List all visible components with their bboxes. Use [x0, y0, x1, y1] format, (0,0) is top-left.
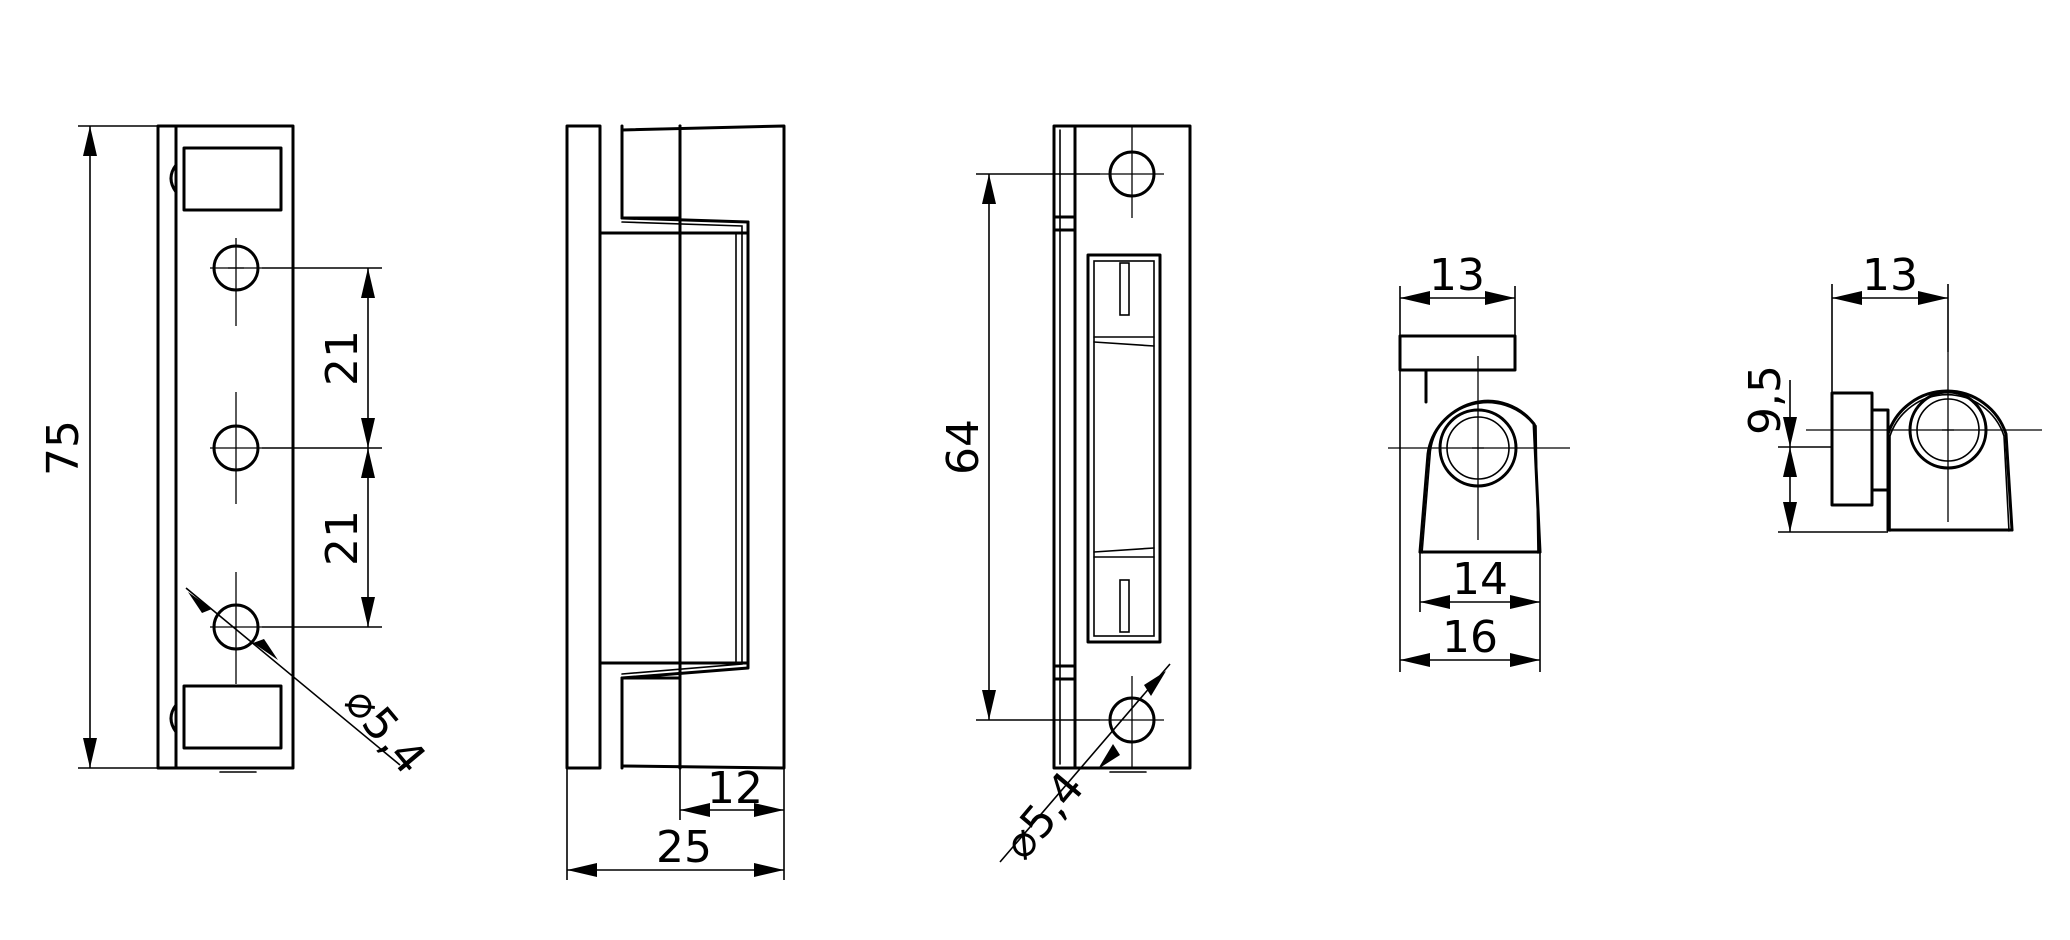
top-view-b: 13 9,5 [1740, 250, 2042, 533]
dim-hole-pitch: 64 [938, 419, 989, 475]
slot-top [182, 146, 283, 212]
back-view: 64 ⌀5,4 [938, 124, 1192, 869]
dim-width-total: 16 [1442, 612, 1498, 663]
dim-axis-height: 9,5 [1740, 365, 1791, 435]
top-view-a: 13 14 16 [1388, 250, 1570, 672]
side-view: 12 25 [565, 124, 786, 880]
dim-width-top-a: 13 [1429, 250, 1485, 301]
dim-depth-inner: 12 [707, 763, 763, 814]
dim-width-body: 14 [1452, 554, 1508, 605]
dim-width-top-b: 13 [1862, 250, 1918, 301]
front-view: 75 21 21 ⌀5,4 [38, 124, 436, 784]
dim-depth-total: 25 [656, 822, 712, 873]
dim-hole-diameter-left: ⌀5,4 [335, 677, 436, 784]
dim-hole-spacing-lower: 21 [317, 510, 368, 566]
dim-hole-spacing-upper: 21 [317, 330, 368, 386]
dim-height-total: 75 [38, 420, 89, 476]
slot-bottom [182, 684, 283, 750]
